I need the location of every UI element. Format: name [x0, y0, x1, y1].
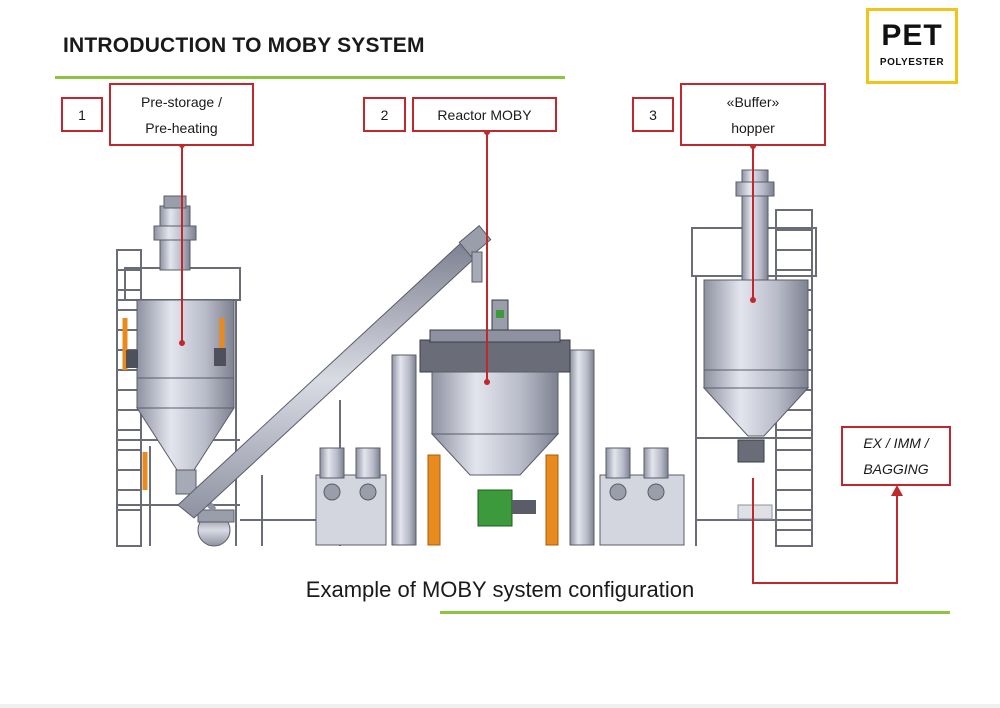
output-box: EX / IMM / BAGGING: [841, 426, 951, 486]
moby-reactor: [315, 299, 685, 546]
step-2-number-box: 2: [363, 97, 406, 132]
step-2-label: Reactor MOBY: [437, 106, 532, 123]
step-2-number: 2: [380, 106, 389, 123]
figure-caption: Example of MOBY system configuration: [305, 577, 695, 602]
step-1-label-box: Pre-storage / Pre-heating: [109, 83, 254, 146]
page-title: INTRODUCTION TO MOBY SYSTEM: [63, 34, 425, 57]
output-label-line2: BAGGING: [863, 461, 929, 477]
pet-logo: PET POLYESTER: [866, 8, 958, 84]
step-3-number-box: 3: [632, 97, 674, 132]
step-1-label-line1: Pre-storage /: [141, 93, 222, 110]
logo-sub-text: POLYESTER: [879, 57, 945, 68]
step-2-label-box: Reactor MOBY: [412, 97, 557, 132]
step-3-label-line1: «Buffer»: [726, 93, 780, 110]
output-label-line1: EX / IMM /: [863, 435, 929, 451]
step-1-label-line2: Pre-heating: [145, 119, 218, 136]
logo-main-text: PET: [881, 19, 943, 52]
step-3-label-line2: hopper: [731, 119, 775, 136]
title-underline: [55, 76, 565, 79]
step-1-number: 1: [78, 106, 86, 123]
step-1-number-box: 1: [61, 97, 103, 132]
caption-underline: [440, 611, 950, 614]
output-arrow-head: [891, 485, 903, 496]
step-3-number: 3: [649, 106, 657, 123]
callout-markers: [179, 129, 903, 496]
step-3-label-box: «Buffer» hopper: [680, 83, 826, 146]
callout-leader-lines: [181, 132, 898, 584]
pre-storage-silo: [116, 195, 241, 547]
